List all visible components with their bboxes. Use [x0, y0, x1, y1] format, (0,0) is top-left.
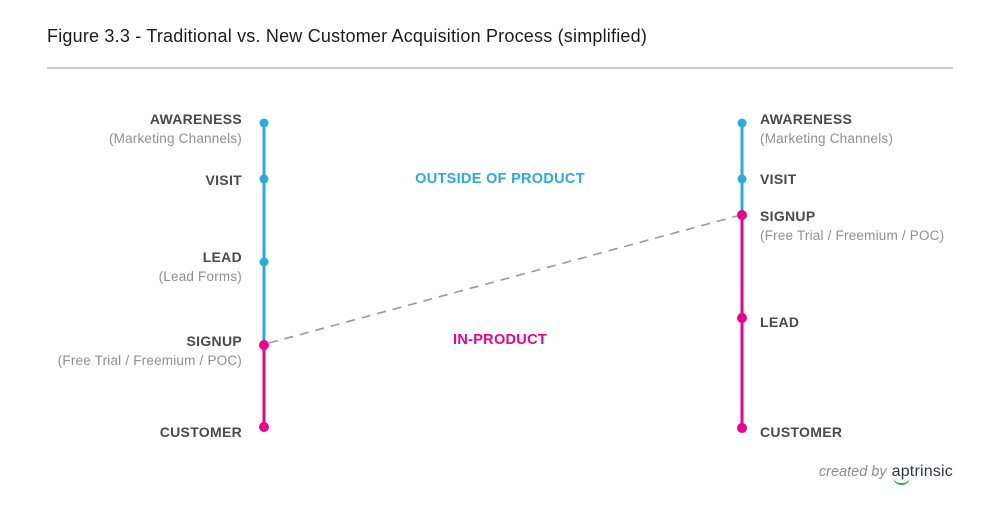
right-dot-signup	[737, 210, 747, 220]
step-label: LEAD	[760, 314, 800, 330]
step-label: CUSTOMER	[159, 424, 242, 440]
zone-label-in-product: IN-PRODUCT	[452, 332, 548, 348]
brand-text: aptrinsic	[891, 463, 953, 480]
aptrinsic-logo: aptrinsic	[891, 463, 953, 485]
step-label: VISIT	[205, 172, 242, 188]
step-label: CUSTOMER	[760, 424, 843, 440]
credit-prefix: created by	[818, 464, 887, 480]
left-step-customer: CUSTOMER	[12, 422, 242, 442]
left-step-lead: LEAD (Lead Forms)	[12, 247, 242, 287]
step-sublabel: (Marketing Channels)	[108, 131, 242, 146]
right-step-visit: VISIT	[760, 169, 1000, 189]
left-dot-customer	[259, 422, 269, 432]
right-dot-awareness	[737, 118, 747, 128]
left-dot-signup	[259, 340, 269, 350]
step-label: SIGNUP	[760, 208, 816, 224]
right-dot-visit	[737, 174, 747, 184]
title-divider	[47, 67, 953, 69]
left-dot-lead	[259, 257, 269, 267]
right-dot-customer	[737, 423, 747, 433]
step-label: VISIT	[760, 171, 797, 187]
step-label: AWARENESS	[760, 111, 853, 127]
step-sublabel: (Lead Forms)	[158, 269, 242, 284]
step-label: SIGNUP	[186, 333, 242, 349]
zone-label-outside-of-product: OUTSIDE OF PRODUCT	[415, 171, 585, 187]
figure-title: Figure 3.3 - Traditional vs. New Custome…	[47, 26, 648, 46]
right-step-signup: SIGNUP (Free Trial / Freemium / POC)	[760, 206, 1000, 246]
left-step-awareness: AWARENESS (Marketing Channels)	[12, 109, 242, 149]
right-step-awareness: AWARENESS (Marketing Channels)	[760, 109, 1000, 149]
brand-smile-icon	[892, 477, 910, 485]
step-label: AWARENESS	[149, 111, 242, 127]
step-label: LEAD	[202, 249, 242, 265]
right-dot-lead	[737, 313, 747, 323]
right-step-lead: LEAD	[760, 312, 1000, 332]
product-boundary-connector	[268, 215, 738, 344]
right-step-customer: CUSTOMER	[760, 422, 1000, 442]
left-dot-awareness	[259, 118, 269, 128]
step-sublabel: (Marketing Channels)	[760, 131, 894, 146]
left-step-visit: VISIT	[12, 170, 242, 190]
step-sublabel: (Free Trial / Freemium / POC)	[760, 228, 945, 243]
left-step-signup: SIGNUP (Free Trial / Freemium / POC)	[12, 331, 242, 371]
left-dot-visit	[259, 174, 269, 184]
step-sublabel: (Free Trial / Freemium / POC)	[57, 353, 242, 368]
